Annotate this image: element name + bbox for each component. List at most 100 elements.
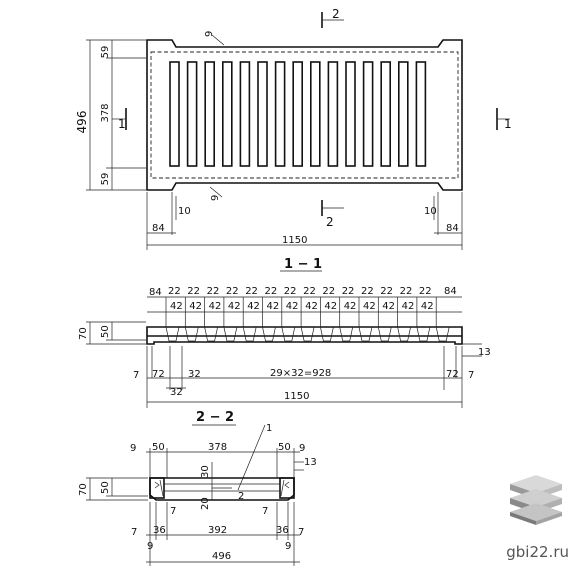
s11-dim-13: 13 — [478, 347, 491, 358]
plan-slot — [239, 61, 251, 167]
s11-rib-width-label: 22 — [303, 286, 316, 297]
section-1-1-title: 1 − 1 — [284, 257, 322, 272]
s11-rib-width-label: 22 — [400, 286, 413, 297]
s22-dim-9-br: 9 — [285, 541, 291, 552]
s11-slot-profile — [300, 326, 315, 342]
plan-dim-nine-top: 9 — [204, 31, 215, 37]
plan-inner-dashed — [150, 51, 459, 179]
s11-slot-width-label: 42 — [170, 301, 183, 312]
plan-dim-end-left: 84 — [152, 223, 165, 234]
s11-dim-72-right: 72 — [446, 369, 459, 380]
plan-section-mark-right: 1 — [504, 117, 512, 131]
s11-end-right: 84 — [444, 286, 457, 297]
s11-rib-width-label: 22 — [168, 286, 181, 297]
s11-rib-slot-labels: 22 42 22 42 22 42 22 42 22 42 22 42 22 42 22 42 22 42 22 42… — [168, 286, 434, 312]
plan-dim-gap-left: 10 — [178, 206, 191, 217]
s11-slot-width-label: 42 — [209, 301, 222, 312]
s11-dim-7-left: 7 — [133, 370, 139, 381]
s11-slot-width-label: 42 — [247, 301, 260, 312]
plan-slot — [345, 61, 356, 167]
s22-body-outline — [149, 477, 295, 501]
s22-dim-7-b: 7 — [262, 506, 268, 517]
plan-dim-mid: 378 — [100, 103, 111, 122]
s11-slot-profile — [204, 326, 218, 342]
s11-rib-width-label: 22 — [207, 286, 220, 297]
plan-slot — [380, 61, 392, 167]
s11-slot-width-label: 42 — [228, 301, 241, 312]
plan-dim-bottom: 59 — [100, 173, 111, 186]
plan-section-mark-top: 2 — [332, 7, 340, 21]
s22-dim-20: 20 — [200, 497, 211, 510]
s11-pitch: 29×32=928 — [270, 368, 331, 379]
plan-section-mark-bottom: 2 — [326, 215, 334, 229]
s11-slot-width-label: 42 — [382, 301, 395, 312]
s11-slot-width-label: 42 — [363, 301, 376, 312]
stacked-slabs-icon — [510, 475, 562, 525]
plan-slot — [327, 61, 339, 167]
s11-slot-width-label: 42 — [305, 301, 318, 312]
s11-rib-width-label: 22 — [226, 286, 239, 297]
s11-height-slot: 50 — [100, 325, 111, 338]
s22-dim-392: 392 — [208, 525, 227, 536]
s22-dim-7-c: 7 — [131, 527, 137, 538]
s11-slot-profile — [281, 326, 296, 342]
s11-slot-profile — [339, 326, 354, 342]
section-1-1: 1 − 1 84 84 22 42 22 42 22 42 22 42 22 42 22 42 22 42… — [78, 257, 491, 408]
s22-dim-36-l: 36 — [153, 525, 166, 536]
plan-dim-height: 496 — [75, 111, 89, 134]
s11-slot-profile — [242, 326, 257, 342]
s22-dim-50-r: 50 — [278, 442, 291, 453]
plan-slot — [186, 61, 198, 167]
s11-slot-width-label: 42 — [324, 301, 337, 312]
s22-dim-70: 70 — [78, 483, 89, 496]
s11-slots — [165, 297, 450, 342]
s22-dim-9-tl: 9 — [130, 443, 136, 454]
s22-dim-36-r: 36 — [276, 525, 289, 536]
plan-slot — [309, 61, 321, 167]
plan-dim-gap-right: 10 — [424, 206, 437, 217]
plan-slots — [169, 61, 427, 167]
s11-slot-profile — [184, 326, 199, 342]
s11-slot-width-label: 42 — [344, 301, 357, 312]
plan-slot — [415, 61, 427, 167]
s22-dim-50-h: 50 — [100, 481, 111, 494]
section-2-2-title: 2 − 2 — [196, 410, 234, 425]
plan-outline — [146, 39, 463, 191]
site-watermark: gbi22.ru — [506, 543, 569, 561]
s11-rib-width-label: 22 — [187, 286, 200, 297]
s11-dim-32-b: 32 — [170, 387, 183, 398]
plan-slot — [274, 61, 286, 167]
plan-dim-top: 59 — [100, 46, 111, 59]
s11-rib-width-label: 22 — [245, 286, 258, 297]
s11-rib-width-label: 22 — [322, 286, 335, 297]
s22-dim-7-a: 7 — [170, 506, 176, 517]
plan-dim-nine-bottom: 9 — [210, 195, 221, 201]
plan-dim-length: 1150 — [282, 235, 307, 246]
s11-slot-profile — [165, 326, 180, 342]
s11-length: 1150 — [284, 391, 309, 402]
s22-dim-50-l: 50 — [152, 442, 165, 453]
plan-slot — [362, 61, 374, 167]
plan-slot — [257, 61, 268, 167]
s11-slot-width-label: 42 — [267, 301, 280, 312]
s11-slot-width-label: 42 — [402, 301, 415, 312]
s11-slot-profile — [262, 326, 276, 342]
s22-dim-30: 30 — [200, 465, 211, 478]
s11-dim-7-right: 7 — [468, 370, 474, 381]
s22-dim-378: 378 — [208, 442, 227, 453]
s11-slot-width-label: 42 — [189, 301, 202, 312]
plan-slot — [222, 61, 233, 167]
s11-slot-profile — [397, 326, 411, 342]
plan-slot — [204, 61, 215, 167]
s22-dim-7-d: 7 — [298, 527, 304, 538]
s11-slot-profile — [416, 326, 431, 342]
s11-rib-width-label: 22 — [380, 286, 393, 297]
s11-slot-profile — [377, 326, 392, 342]
s11-slot-profile — [435, 326, 450, 342]
s11-rib-width-label: 22 — [284, 286, 297, 297]
plan-section-mark-left: 1 — [118, 117, 126, 131]
s22-dim-496: 496 — [212, 551, 231, 562]
plan-slot — [292, 61, 304, 167]
s11-end-left: 84 — [149, 287, 162, 298]
